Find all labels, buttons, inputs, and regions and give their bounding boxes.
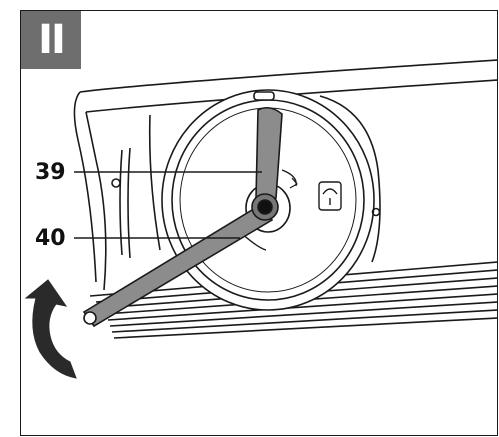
wheel-screw-right — [371, 207, 381, 217]
housing-body — [73, 91, 107, 291]
step-badge: II — [21, 11, 81, 69]
crank-pin — [83, 311, 97, 325]
fender — [319, 95, 381, 263]
rotate-arrow-icon — [24, 279, 77, 379]
housing-screw — [111, 178, 121, 188]
callout-39: 39 — [35, 160, 66, 185]
hub-center — [257, 199, 273, 215]
callout-40: 40 — [35, 226, 66, 251]
lock-icon — [318, 181, 342, 211]
handle-arm — [255, 106, 283, 199]
housing-side — [148, 114, 161, 251]
top-clip — [253, 91, 275, 101]
housing-slot — [119, 147, 131, 259]
